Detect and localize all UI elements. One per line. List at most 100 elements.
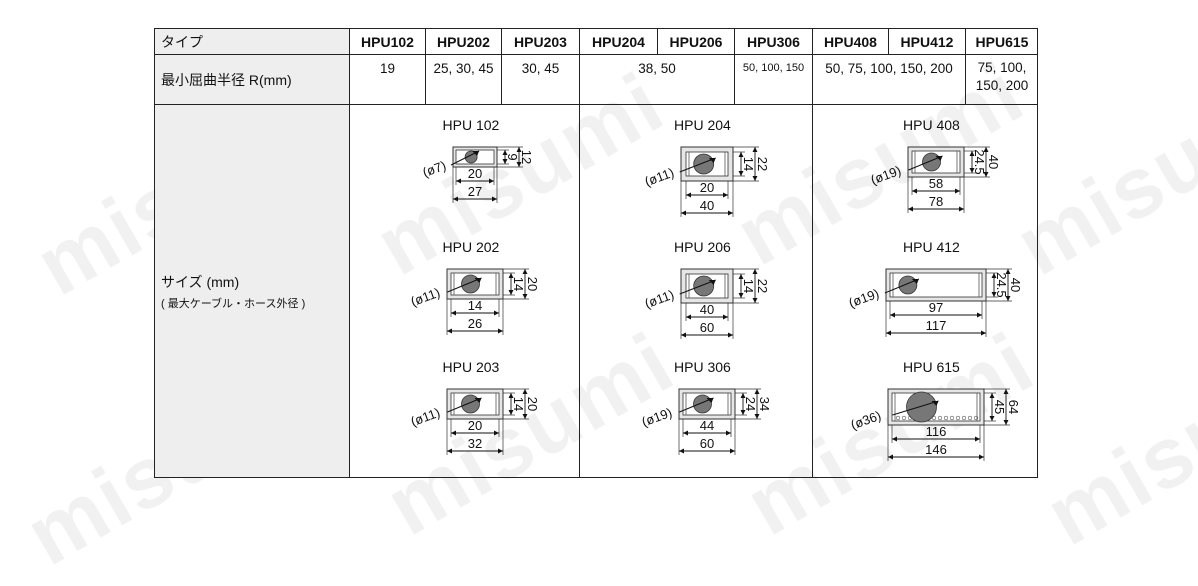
arrowhead (969, 168, 975, 173)
outer-height-label: 12 (519, 150, 534, 164)
inner-width-label: 58 (929, 176, 943, 191)
arrowhead (508, 393, 514, 398)
outer-width-label: 26 (468, 316, 482, 331)
base-hole (937, 415, 943, 421)
cable-circle (922, 152, 941, 172)
cable-circle (461, 394, 480, 414)
inner-height-label: 14 (741, 279, 756, 293)
arrowhead (726, 430, 731, 436)
cable-diameter-label: (ø11) (409, 405, 442, 429)
arrowhead (1003, 389, 1009, 394)
model-hpu102: HPU102 (350, 29, 426, 54)
arrowhead (686, 192, 691, 198)
arrowhead (890, 312, 895, 318)
inner-height-label: 45 (992, 400, 1007, 414)
arrowhead (1003, 420, 1009, 425)
arrowhead (708, 280, 716, 285)
outer-width-label: 60 (700, 436, 714, 451)
base-hole (895, 415, 901, 421)
radius-hpu408-412: 50, 75, 100, 150, 200 (813, 55, 966, 104)
arrowhead (892, 436, 897, 442)
arrowhead (975, 436, 980, 442)
arrowhead (508, 410, 514, 415)
arrowhead (752, 269, 758, 274)
arrowhead (522, 414, 528, 419)
base-hole (943, 415, 949, 421)
arrowhead (472, 151, 480, 156)
inner-width-label: 116 (926, 424, 947, 439)
arrowhead (991, 292, 997, 297)
arrowhead (681, 332, 686, 338)
arrowhead (498, 328, 503, 334)
arrowhead (451, 430, 456, 436)
model-hpu306: HPU306 (735, 29, 813, 54)
inner-height-label: 24 (743, 397, 758, 411)
arrowhead (492, 196, 497, 202)
arrowhead (681, 210, 686, 216)
cable-circle (906, 391, 937, 423)
arrowhead (1005, 296, 1011, 301)
arrowhead (516, 147, 522, 152)
figure-title: HPU 206 (674, 239, 731, 255)
watermark: misumi (1030, 324, 1198, 565)
arrowhead (522, 389, 528, 394)
cable-circle (693, 394, 712, 414)
base-hole (973, 415, 979, 421)
model-hpu412: HPU412 (889, 29, 966, 54)
arrowhead (502, 159, 508, 164)
radius-label: 最小屈曲半径 R(mm) (155, 55, 350, 104)
base-hole (901, 415, 907, 421)
arrowhead (989, 393, 995, 398)
cable-leader (679, 279, 716, 295)
arrowhead (752, 176, 758, 181)
inner-height-label: 24.5 (972, 149, 987, 174)
arrowhead (453, 196, 458, 202)
arrowhead (686, 314, 691, 320)
inner-height-label: 24.5 (994, 272, 1009, 297)
model-hpu408: HPU408 (813, 29, 889, 54)
header-row: タイプ HPU102 HPU202 HPU203 HPU204 HPU206 H… (155, 29, 1037, 54)
arrowhead (754, 389, 760, 394)
arrowhead (979, 454, 984, 460)
outer-height-label: 40 (986, 155, 1001, 169)
arrowhead (494, 310, 499, 316)
outer-width-label: 146 (925, 442, 947, 457)
outer-width-label: 60 (700, 320, 714, 335)
model-hpu203: HPU203 (502, 29, 580, 54)
arrowhead (683, 430, 688, 436)
model-hpu615: HPU615 (975, 33, 1029, 50)
model-hpu206: HPU206 (658, 29, 735, 54)
cable-diameter-label: (ø19) (640, 405, 674, 430)
radius-hpu202: 25, 30, 45 (426, 55, 502, 104)
arrowhead (738, 293, 744, 298)
arrowhead (508, 273, 514, 278)
cable-diameter-label: (ø11) (643, 165, 676, 189)
inner-width-label: 20 (468, 418, 482, 433)
arrowhead (474, 398, 482, 403)
arrowhead (738, 152, 744, 157)
arrowhead (983, 147, 989, 152)
outer-height-label: 22 (755, 279, 770, 293)
arrowhead (991, 273, 997, 278)
arrowhead (516, 162, 522, 167)
arrowhead (522, 294, 528, 299)
inner-width-label: 20 (700, 180, 714, 195)
cable-circle (693, 275, 715, 297)
arrowhead (886, 330, 891, 336)
arrowhead (447, 448, 452, 454)
cable-leader (679, 397, 714, 413)
cable-leader (447, 397, 482, 413)
base-hole (955, 415, 961, 421)
outer-width-label: 27 (468, 184, 482, 199)
arrowhead (908, 206, 913, 212)
arrowhead (912, 188, 917, 194)
